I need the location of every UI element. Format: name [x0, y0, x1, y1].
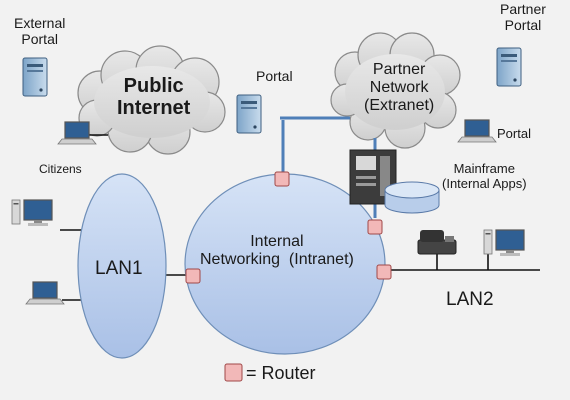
portal-server-icon — [236, 94, 262, 134]
intranet-label: Internal Networking (Intranet) — [200, 233, 354, 268]
external-portal-label: External Portal — [14, 15, 66, 47]
partner-portal-label: Partner Portal — [500, 1, 546, 33]
public-internet-cloud — [77, 45, 226, 155]
mainframe-label: Mainframe (Internal Apps) — [442, 161, 527, 191]
lan2-label: LAN2 — [446, 289, 494, 310]
router-icon — [185, 268, 201, 284]
lan2-desktop-icon — [483, 229, 525, 257]
citizens-label: Citizens — [39, 162, 82, 176]
routers — [185, 171, 392, 382]
lan1-laptop-icon — [25, 281, 65, 305]
partner-network-cloud — [330, 32, 461, 149]
router-icon — [376, 264, 392, 280]
router-icon — [367, 219, 383, 235]
router-legend-icon — [224, 363, 243, 382]
external-portal-server-icon — [22, 57, 48, 97]
portal-label: Portal — [256, 68, 293, 84]
partner-network-label: Partner Network (Extranet) — [364, 61, 435, 114]
router-icon — [274, 171, 290, 187]
lan1-desktop-icon — [11, 199, 53, 227]
public-internet-label: Public Internet — [117, 75, 191, 120]
telephone-icon — [417, 230, 457, 255]
router-legend-label: = Router — [246, 363, 316, 383]
lan1-ellipse — [77, 173, 167, 359]
partner-portal-server-icon — [496, 47, 522, 87]
lan1-label: LAN1 — [95, 258, 143, 279]
partner-portal-laptop-label: Portal — [497, 126, 531, 141]
database-icon — [384, 181, 440, 214]
partner-laptop-icon — [457, 119, 497, 143]
